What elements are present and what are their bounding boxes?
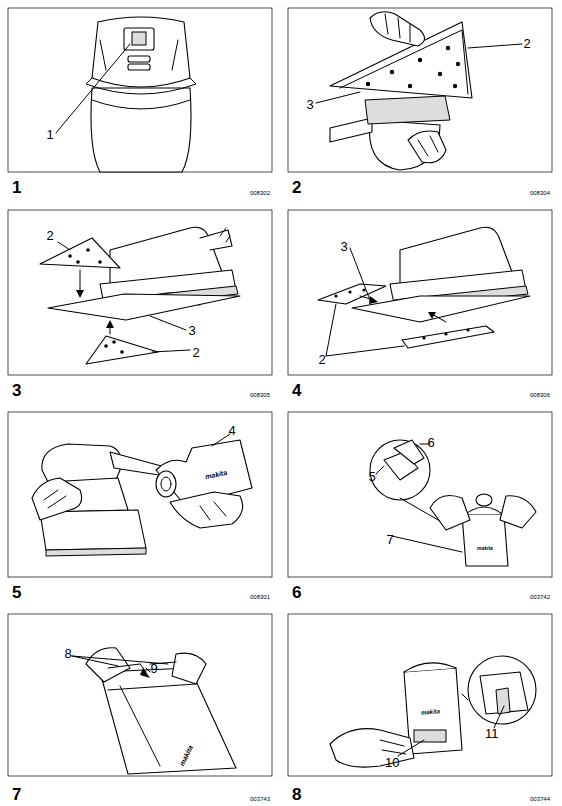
callout-number: 10 [385,756,399,769]
callout-number: 7 [387,533,394,546]
callout-number: 6 [428,436,435,449]
panel-number: 7 [12,786,21,803]
brand-logo: makita [420,708,439,715]
callout-number: 2 [319,353,326,366]
panel-number: 6 [292,584,301,601]
callout-number: 4 [229,424,236,437]
image-code: 003744 [530,796,550,802]
callout-number: 2 [193,346,200,359]
pad-fitting [316,12,522,170]
callout-number: 9 [151,662,158,675]
image-code: 008301 [250,594,270,600]
image-code: 008302 [250,190,270,196]
panel-number: 2 [292,179,301,196]
image-code: 008305 [250,392,270,398]
image-code: 008304 [530,190,550,196]
paper-attach [40,227,240,364]
sander-top-view [56,17,196,172]
dust-bag-folding [72,648,236,774]
callout-number: 11 [485,727,499,740]
callout-number: 3 [189,324,196,337]
dust-box-fitting [32,434,252,556]
panel-number: 4 [292,382,301,399]
panel-number: 1 [12,179,21,196]
dust-box-emptying [330,656,536,767]
callout-number: 8 [65,647,72,660]
panel-number: 8 [292,786,301,803]
paper-strips [318,227,530,356]
image-code: 008306 [530,392,550,398]
panel-number: 3 [12,382,21,399]
panel-frames [8,8,552,776]
callout-number: 2 [47,229,54,242]
dust-box-opening [370,440,536,566]
panel-number: 5 [12,584,21,601]
callout-number: 3 [307,98,314,111]
callout-number: 2 [524,37,531,50]
callout-number: 3 [341,240,348,253]
callout-number: 1 [47,128,54,141]
image-code: 003743 [250,796,270,802]
image-code: 003742 [530,594,550,600]
brand-logo: makita [477,546,493,551]
callout-number: 5 [369,470,376,483]
